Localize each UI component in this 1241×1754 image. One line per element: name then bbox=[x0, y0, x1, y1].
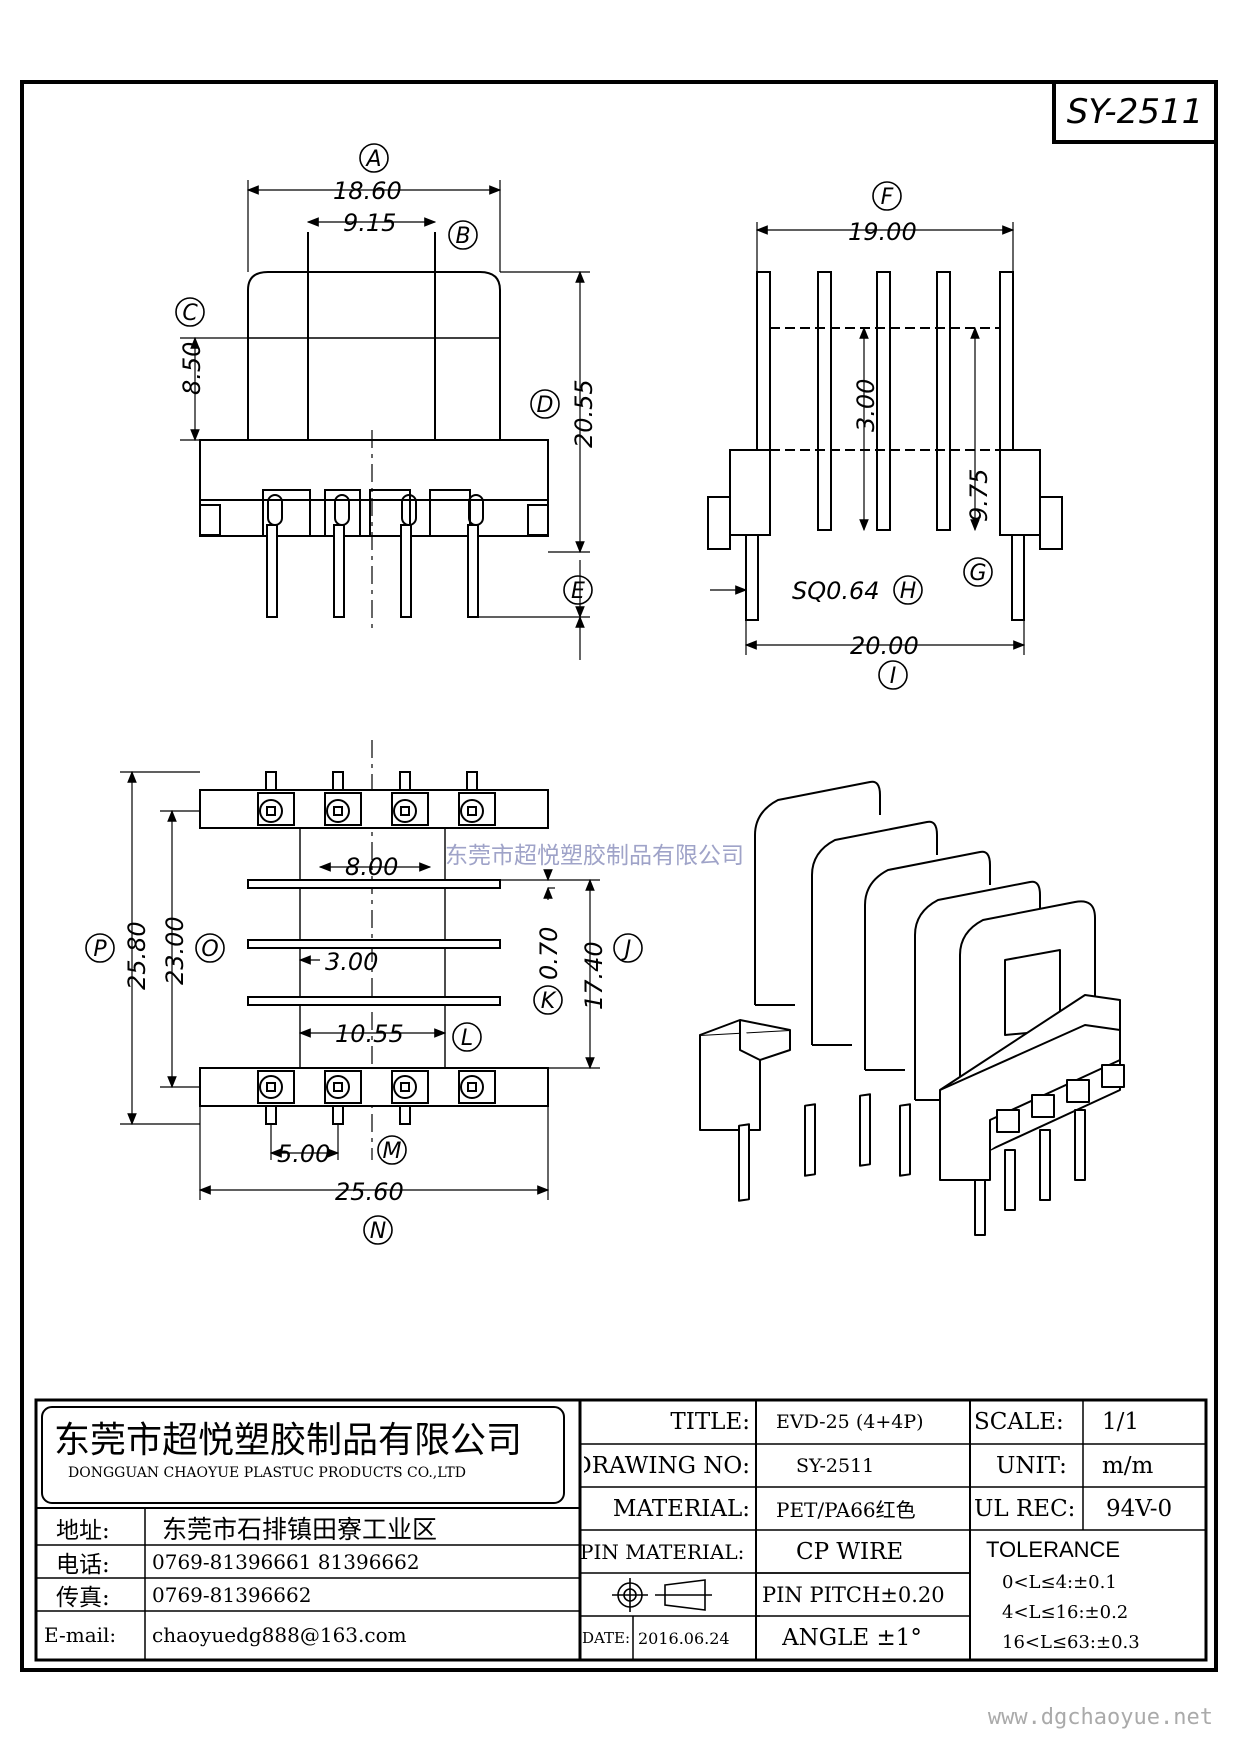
title-block: 东莞市超悦塑胶制品有限公司 DONGGUAN CHAOYUE PLASTUC P… bbox=[36, 1400, 1206, 1662]
scale-label: SCALE: bbox=[974, 1409, 1064, 1435]
letter-labels: A B C D E F G H I J K L M N O P bbox=[93, 147, 986, 1244]
pin-row-top bbox=[257, 771, 496, 826]
drawing-frame bbox=[20, 80, 1218, 1672]
side-view bbox=[707, 222, 1063, 655]
tolerance-1: 0<L≤4:±0.1 bbox=[1002, 1571, 1117, 1593]
title-block-grid bbox=[34, 1398, 1208, 1662]
date-value: 2016.06.24 bbox=[638, 1628, 730, 1648]
ul-rec-value: 94V-0 bbox=[1106, 1495, 1173, 1522]
pin-row-bottom bbox=[257, 1070, 496, 1125]
dim-m: 5.00 bbox=[277, 1140, 330, 1168]
dim-k: 0.70 bbox=[535, 927, 563, 980]
svg-text:M: M bbox=[383, 1139, 402, 1164]
pin-material-label: PIN MATERIAL: bbox=[580, 1539, 745, 1564]
tolerance-3: 16<L≤63:±0.3 bbox=[1002, 1631, 1140, 1653]
svg-text:K: K bbox=[541, 989, 557, 1014]
dim-h: SQ0.64 bbox=[792, 577, 880, 605]
phone-label: 电话: bbox=[56, 1551, 110, 1578]
front-view bbox=[180, 180, 590, 660]
svg-text:J: J bbox=[621, 937, 632, 962]
letter-callouts bbox=[85, 143, 993, 1245]
svg-text:H: H bbox=[900, 579, 917, 604]
pin-material-value: CP WIRE bbox=[796, 1538, 904, 1565]
address-label: 地址: bbox=[56, 1518, 110, 1544]
watermark: 东莞市超悦塑胶制品有限公司 bbox=[445, 843, 744, 869]
dim-i: 20.00 bbox=[850, 632, 919, 660]
title-value: EVD-25 (4+4P) bbox=[776, 1411, 924, 1433]
date-label: DATE: bbox=[582, 1629, 631, 1647]
fax-value: 0769-81396662 bbox=[152, 1582, 312, 1607]
dimension-labels: 18.60 9.15 8.50 20.55 19.00 3.00 9.75 SQ… bbox=[123, 177, 993, 1206]
svg-text:A: A bbox=[364, 147, 381, 172]
ul-rec-label: UL REC: bbox=[974, 1495, 1076, 1522]
fax-label: 传真: bbox=[56, 1584, 110, 1611]
dim-o: 23.00 bbox=[161, 916, 189, 985]
dim-b: 9.15 bbox=[343, 209, 396, 237]
drawing-no-value: SY-2511 bbox=[796, 1454, 875, 1477]
title-label: TITLE: bbox=[670, 1409, 750, 1435]
dim-j: 17.40 bbox=[580, 941, 608, 1010]
dim-n: 25.60 bbox=[335, 1178, 404, 1206]
website: www.dgchaoyue.net bbox=[987, 1705, 1213, 1730]
svg-text:E: E bbox=[571, 579, 585, 604]
dim-d: 20.55 bbox=[570, 379, 598, 448]
address-value: 东莞市石排镇田寮工业区 bbox=[162, 1515, 438, 1544]
angle: ANGLE ±1° bbox=[782, 1625, 922, 1651]
projection-symbol-icon bbox=[612, 1578, 712, 1612]
email-label: E-mail: bbox=[44, 1623, 117, 1647]
dim-3: 3.00 bbox=[325, 948, 378, 976]
svg-text:D: D bbox=[537, 393, 554, 418]
tolerance-label: TOLERANCE bbox=[986, 1537, 1121, 1562]
dim-a: 18.60 bbox=[333, 177, 402, 205]
dim-p: 25.80 bbox=[123, 921, 151, 990]
svg-text:I: I bbox=[890, 664, 897, 689]
phone-value: 0769-81396661 81396662 bbox=[152, 1549, 420, 1574]
unit-value: m/m bbox=[1102, 1452, 1154, 1479]
email-value: chaoyuedg888@163.com bbox=[152, 1623, 407, 1647]
unit-label: UNIT: bbox=[996, 1452, 1067, 1479]
dim-c: 8.50 bbox=[178, 342, 206, 395]
dim-8: 8.00 bbox=[345, 853, 398, 881]
isometric-view bbox=[699, 780, 1125, 1236]
scale-value: 1/1 bbox=[1102, 1409, 1140, 1435]
svg-text:L: L bbox=[461, 1026, 473, 1051]
company-name-cn: 东莞市超悦塑胶制品有限公司 bbox=[54, 1420, 523, 1461]
company-name-en: DONGGUAN CHAOYUE PLASTUC PRODUCTS CO.,LT… bbox=[68, 1465, 466, 1481]
dim-f-inner: 3.00 bbox=[852, 379, 880, 432]
dim-g: 9.75 bbox=[965, 469, 993, 522]
material-label: MATERIAL: bbox=[612, 1495, 750, 1522]
drawing-code: SY-2511 bbox=[1052, 80, 1218, 144]
svg-text:B: B bbox=[455, 224, 470, 249]
dim-l: 10.55 bbox=[335, 1020, 404, 1048]
material-value: PET/PA66红色 bbox=[776, 1498, 916, 1522]
svg-text:C: C bbox=[182, 301, 198, 326]
tolerance-2: 4<L≤16:±0.2 bbox=[1002, 1601, 1129, 1623]
svg-text:O: O bbox=[201, 937, 218, 962]
pin-pitch: PIN PITCH±0.20 bbox=[762, 1582, 945, 1607]
bottom-view bbox=[120, 740, 600, 1200]
svg-text:G: G bbox=[969, 561, 986, 586]
svg-text:F: F bbox=[881, 185, 894, 210]
drawing-no-label: DRAWING NO: bbox=[584, 1452, 750, 1479]
svg-text:N: N bbox=[370, 1219, 386, 1244]
dim-f: 19.00 bbox=[848, 218, 917, 246]
svg-text:P: P bbox=[93, 937, 107, 962]
